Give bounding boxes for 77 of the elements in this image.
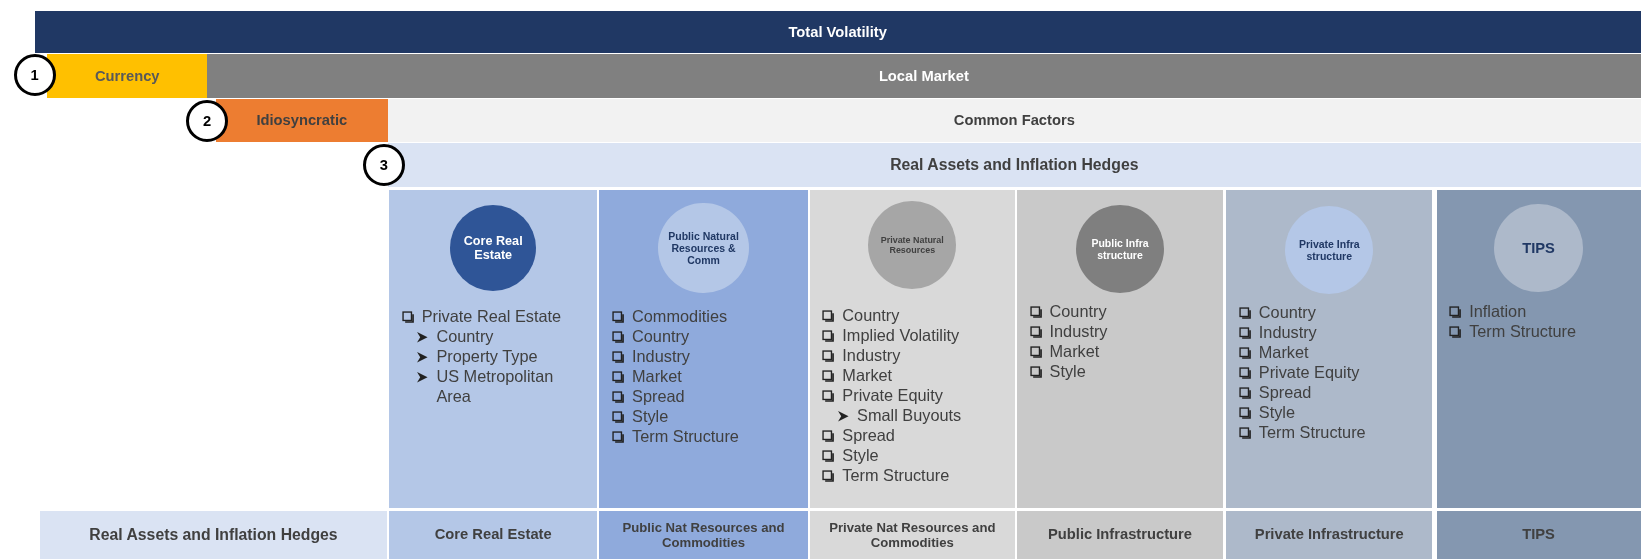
list-item: Term Structure	[1258, 422, 1366, 443]
category-label: Public Nat Resources and Commodities	[621, 519, 786, 552]
list-item: Spread	[842, 425, 895, 446]
category-panel	[389, 190, 598, 508]
list-item: Spread	[632, 387, 685, 407]
list-item: Style	[1049, 361, 1086, 382]
step-number: 1	[30, 66, 39, 83]
list-item: Private Equity	[1258, 362, 1360, 383]
category-panel	[1016, 190, 1224, 508]
category-header-cell	[599, 511, 808, 559]
list-item: Industry	[1049, 321, 1108, 342]
list-item: Commodities	[632, 307, 728, 328]
category-header-cell	[1226, 511, 1433, 559]
list-item: Private Equity	[842, 385, 943, 406]
band-bar	[388, 143, 1641, 188]
list-item: Implied Volatility	[842, 326, 960, 346]
band-label: Currency	[94, 67, 160, 84]
category-title: Private Natural Resources	[879, 234, 945, 256]
band-bar	[47, 53, 208, 98]
list-item: Country	[842, 306, 900, 326]
category-header-cell	[1436, 511, 1641, 559]
list-item: Market	[632, 367, 682, 387]
category-label: Core Real Estate	[434, 526, 552, 545]
step-number: 2	[203, 112, 212, 129]
list-item: Style	[1258, 402, 1296, 423]
band-label: Common Factors	[953, 112, 1075, 129]
band-label: Real Assets and Inflation Hedges	[890, 156, 1139, 175]
step-number: 3	[379, 157, 388, 174]
category-title: Public Infra structure	[1090, 237, 1150, 262]
category-panel	[1436, 190, 1641, 508]
list-item: Industry	[842, 346, 901, 366]
step-number-circle	[186, 99, 229, 142]
step-number-circle	[13, 53, 56, 96]
category-label: Private Nat Resources and Commodities	[828, 519, 997, 552]
category-label: Public Infrastructure	[1048, 526, 1192, 545]
category-panel	[809, 190, 1015, 508]
list-item: Industry	[632, 347, 690, 367]
category-label: TIPS	[1522, 526, 1555, 545]
list-item: Market	[1049, 341, 1100, 362]
list-item: Style	[632, 407, 669, 427]
list-item: Small Buyouts	[857, 405, 962, 426]
band-label: Local Market	[878, 67, 969, 84]
category-title: Public Natural Resources & Comm	[667, 230, 740, 267]
list-item: Term Structure	[1469, 321, 1576, 342]
band-bar	[34, 10, 1641, 53]
category-title: Core Real Estate	[462, 233, 524, 263]
category-header-cell	[389, 511, 598, 559]
category-header-cell	[1016, 511, 1224, 559]
step-number-circle	[362, 144, 405, 187]
category-title: Private Infra structure	[1297, 238, 1361, 263]
list-item: Industry	[1258, 322, 1317, 343]
category-title: TIPS	[1522, 239, 1555, 257]
list-item: Private Real Estate	[421, 307, 562, 328]
list-item: Spread	[1258, 382, 1312, 403]
band-label: Total Volatility	[788, 23, 887, 40]
band-label: Idiosyncratic	[256, 112, 348, 129]
band-bar	[215, 98, 389, 142]
category-header-cell	[39, 511, 387, 559]
category-panel	[1226, 190, 1433, 508]
category-header-cell	[809, 511, 1015, 559]
category-label: Private Infrastructure	[1254, 526, 1404, 545]
list-item: Country	[436, 327, 494, 348]
list-item: Term Structure	[632, 426, 739, 447]
category-label: Real Assets and Inflation Hedges	[89, 525, 338, 545]
band-bar	[388, 98, 1641, 142]
list-item: Country	[1049, 301, 1107, 322]
list-item: US Metropolitan Area	[436, 367, 555, 407]
list-item: Term Structure	[842, 465, 950, 486]
list-item: Country	[1258, 302, 1316, 323]
list-item: Country	[632, 327, 690, 348]
list-item: Market	[1258, 342, 1309, 363]
band-bar	[207, 53, 1641, 98]
list-item: Property Type	[436, 347, 538, 367]
list-item: Style	[842, 445, 879, 466]
category-panel	[599, 190, 808, 508]
list-item: Market	[842, 365, 893, 386]
list-item: Inflation	[1469, 301, 1527, 322]
